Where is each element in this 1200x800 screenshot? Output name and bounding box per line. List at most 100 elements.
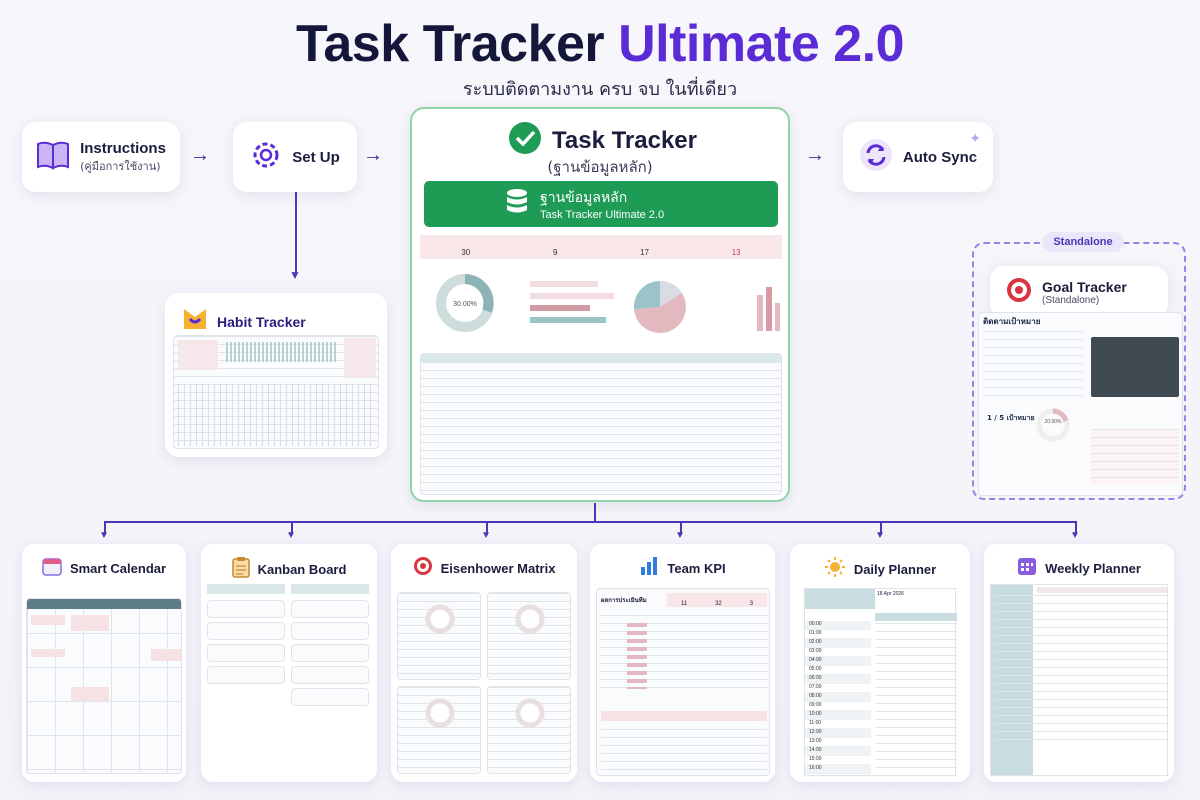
planner-time: 05:00: [809, 666, 822, 672]
smart-calendar-card[interactable]: Smart Calendar: [22, 544, 186, 782]
stat-total: 30: [461, 248, 471, 257]
goal-percent: 20.00%: [1044, 419, 1062, 425]
kpi-bars: [627, 623, 647, 689]
planner-date-label-block: [805, 589, 875, 609]
connector-line: [680, 521, 682, 535]
goal-image: [1091, 337, 1179, 397]
task-tracker-card[interactable]: Task Tracker (ฐานข้อมูลหลัก) ฐานข้อมูลหล…: [410, 107, 790, 502]
planner-time-row: 09:00: [805, 702, 871, 711]
team-kpi-card[interactable]: Team KPI ผลการประเมินทีม 11 32 3: [590, 544, 775, 782]
planner-time: 14:00: [809, 747, 822, 753]
kanban-task-card[interactable]: [291, 600, 369, 618]
dashboard-charts-svg: 30.00%: [436, 274, 780, 333]
kanban-column-header: [291, 584, 369, 594]
planner-time: 07:00: [809, 684, 822, 690]
kanban-task-card[interactable]: [291, 666, 369, 684]
task-tracker-subtitle: (ฐานข้อมูลหลัก): [547, 158, 653, 176]
setup-card[interactable]: Set Up: [233, 122, 357, 192]
matrix-quadrant: [397, 592, 481, 680]
planner-date: 18 Apr 2026: [877, 591, 904, 597]
goal-donut: [1036, 408, 1070, 442]
kpi-stat: 32: [715, 601, 722, 607]
sync-icon: [859, 138, 893, 177]
connector-line: [880, 521, 882, 535]
weekly-planner-header: Weekly Planner: [984, 556, 1174, 581]
auto-sync-card[interactable]: Auto Sync ✦: [843, 122, 993, 192]
kanban-task-card[interactable]: [291, 688, 369, 706]
smart-calendar-header: Smart Calendar: [22, 556, 186, 581]
arrow-right-icon: →: [805, 144, 825, 166]
kanban-task-card[interactable]: [207, 600, 285, 618]
quadrant-donut: [425, 604, 455, 634]
planner-time-row: 08:00: [805, 693, 871, 702]
weekly-planner-label: Weekly Planner: [1045, 561, 1141, 576]
planner-time-row: 00:00: [805, 621, 871, 630]
calendar-header-bar: [27, 599, 181, 609]
planner-time: 03:00: [809, 648, 822, 654]
banner-subtitle: Task Tracker Ultimate 2.0: [540, 209, 665, 221]
planner-time-row: 15:00: [805, 756, 871, 765]
page-subtitle: ระบบติดตามงาน ครบ จบ ในที่เดียว: [462, 79, 738, 100]
database-banner: ฐานข้อมูลหลัก Task Tracker Ultimate 2.0: [424, 181, 778, 227]
habit-summary-block: [178, 340, 218, 370]
task-table[interactable]: [420, 353, 782, 495]
kanban-board-header: Kanban Board: [201, 556, 377, 583]
kanban-task-card[interactable]: [291, 644, 369, 662]
arrow-down-icon: ▼: [286, 530, 296, 541]
auto-sync-label: Auto Sync: [902, 148, 978, 166]
kanban-task-card[interactable]: [207, 644, 285, 662]
kpi-table: [601, 615, 767, 695]
eisenhower-matrix-card[interactable]: Eisenhower Matrix: [391, 544, 577, 782]
kanban-task-card[interactable]: [291, 622, 369, 640]
kanban-board-card[interactable]: Kanban Board: [201, 544, 377, 782]
planner-time: 02:00: [809, 639, 822, 645]
quadrant-donut: [515, 604, 545, 634]
kanban-column-header: [207, 584, 285, 594]
planner-time: 06:00: [809, 675, 822, 681]
planner-time: 13:00: [809, 738, 822, 744]
connector-line: [594, 503, 596, 522]
instructions-card[interactable]: Instructions (คู่มือการใช้งาน): [22, 122, 180, 192]
habit-tracker-card[interactable]: Habit Tracker: [165, 293, 387, 457]
stat-overdue: 13: [731, 248, 741, 257]
target-icon: [1006, 277, 1032, 308]
banner-title: ฐานข้อมูลหลัก: [540, 190, 628, 206]
weekly-planner-card[interactable]: Weekly Planner: [984, 544, 1174, 782]
clipboard-icon: [231, 556, 250, 583]
planner-time-row: 01:00: [805, 630, 871, 639]
planner-time-row: 14:00: [805, 747, 871, 756]
connector-line: [295, 192, 297, 274]
planner-time: 04:00: [809, 657, 822, 663]
kpi-sheet: ผลการประเมินทีม 11 32 3: [596, 588, 770, 776]
kanban-board-label: Kanban Board: [257, 562, 347, 577]
planner-time-row: 16:00: [805, 765, 871, 774]
sun-icon: [824, 556, 846, 583]
stat-todo: 9: [552, 248, 558, 257]
planner-time-row: 02:00: [805, 639, 871, 648]
kanban-task-card[interactable]: [207, 622, 285, 640]
goal-list: [983, 331, 1083, 401]
planner-time: 16:00: [809, 765, 822, 771]
goal-tracker-card[interactable]: Goal Tracker (Standalone): [990, 266, 1168, 318]
stats-strip: 30 9 17 13: [420, 235, 782, 259]
calendar-event: [71, 687, 109, 701]
arrow-down-icon: ▼: [99, 530, 109, 541]
planner-time-row: 06:00: [805, 675, 871, 684]
arrow-down-icon: ▼: [1070, 530, 1080, 541]
connector-line: [104, 521, 106, 535]
matrix-quadrant: [397, 686, 481, 774]
habit-grid: [178, 384, 376, 446]
weekly-rows: [995, 595, 1167, 745]
book-icon: [36, 140, 70, 175]
eisenhower-matrix-label: Eisenhower Matrix: [440, 561, 556, 576]
planner-time: 10:00: [809, 711, 822, 717]
task-table-header: [421, 354, 781, 362]
kpi-filter-row[interactable]: [601, 711, 767, 721]
connector-line: [291, 521, 293, 535]
planner-time: 15:00: [809, 756, 822, 762]
kanban-task-card[interactable]: [207, 666, 285, 684]
smart-calendar-label: Smart Calendar: [69, 561, 167, 576]
weekly-planner-sheet: [990, 584, 1168, 776]
